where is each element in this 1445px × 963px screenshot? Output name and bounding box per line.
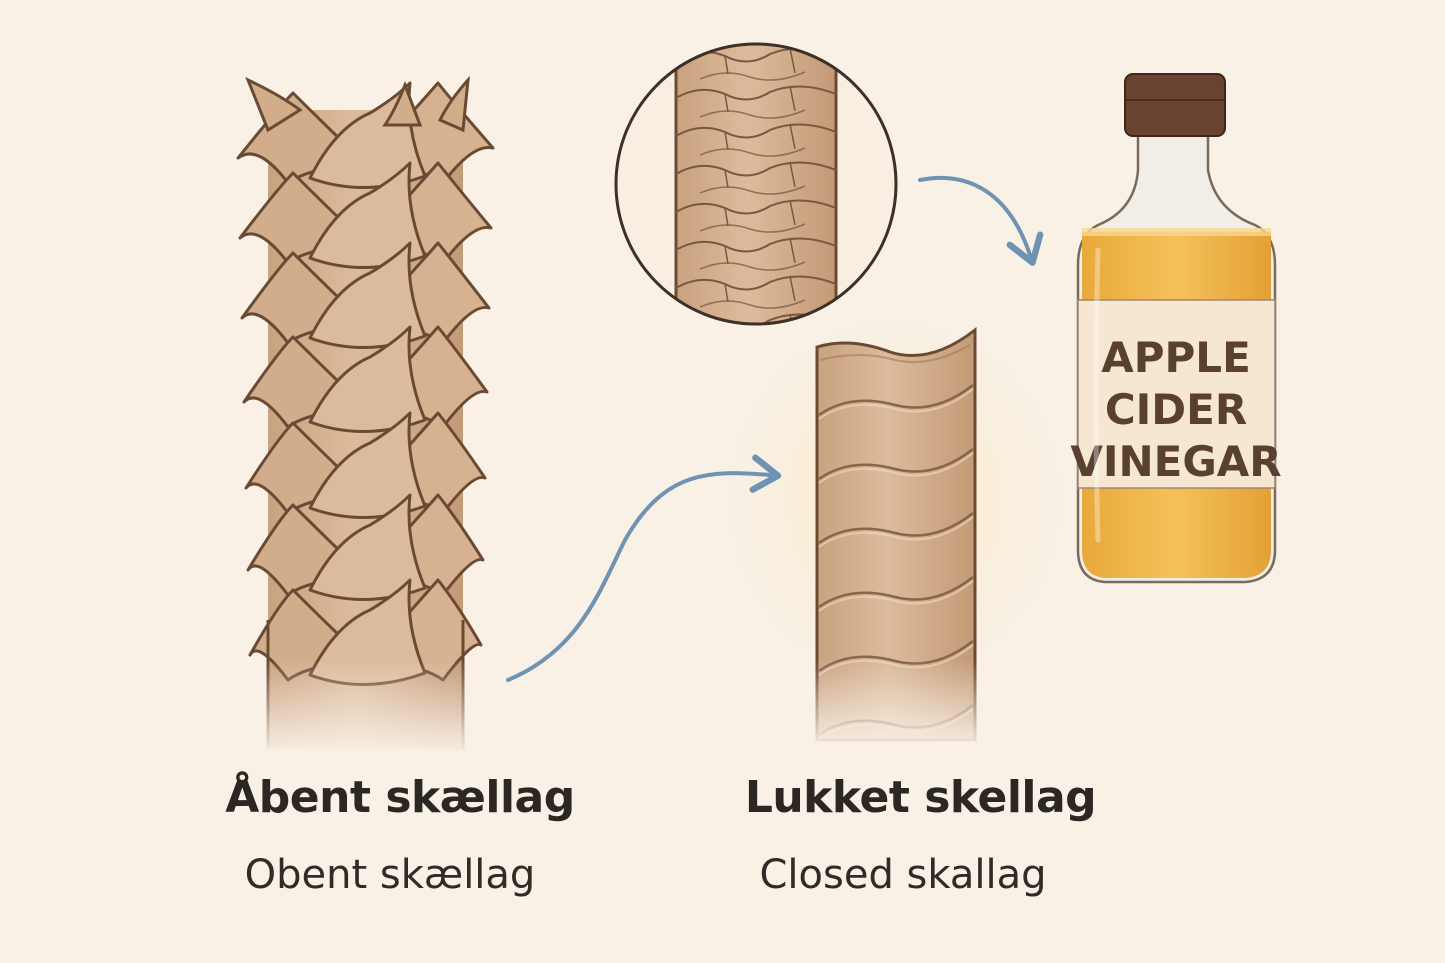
scale-band — [818, 448, 974, 481]
scale-line — [724, 55, 729, 75]
bottle-label-line-2: CIDER — [1105, 385, 1247, 434]
scale-band-highlight — [818, 388, 974, 420]
scale-band — [818, 576, 974, 609]
scale-line — [724, 131, 729, 151]
scale-line — [699, 185, 806, 195]
cuticle-scale — [308, 411, 427, 520]
scale-line — [675, 237, 837, 253]
open-cuticle-title: Åbent skællag — [225, 772, 575, 823]
scale-band — [818, 384, 974, 417]
bottle-label — [1077, 299, 1276, 489]
cuticle-scale — [308, 493, 427, 602]
scale-line — [699, 109, 806, 119]
cuticle-scale — [437, 75, 470, 133]
scale-line — [699, 71, 806, 81]
scale-line — [699, 147, 806, 157]
closed-hair-shaft-icon — [710, 300, 1080, 750]
open-hair-shaft-icon — [230, 75, 500, 755]
scale-line — [699, 223, 806, 233]
closed-cuticle-subtitle: Closed skallag — [759, 852, 1047, 898]
vinegar-bottle-icon: APPLE CIDER VINEGAR — [1070, 73, 1282, 584]
open-cuticle-scales — [236, 75, 495, 750]
scale-line — [724, 245, 729, 265]
closed-cuticle-title: Lukket skellag — [744, 772, 1097, 823]
scale-line — [724, 207, 729, 227]
scale-line — [699, 261, 806, 271]
scale-line — [675, 85, 837, 101]
scale-line — [789, 123, 796, 150]
scale-line — [724, 283, 729, 303]
scale-band-highlight — [818, 452, 974, 484]
arrow-icon — [918, 175, 1044, 266]
scale-line — [789, 199, 796, 226]
scale-line — [724, 169, 729, 189]
open-cuticle-subtitle: Obent skællag — [244, 852, 536, 898]
scale-line — [675, 161, 837, 177]
scale-band — [818, 512, 974, 545]
scale-line — [724, 321, 729, 324]
magnifier-circle-icon — [614, 42, 898, 326]
bottle-label-line-1: APPLE — [1101, 333, 1251, 382]
scale-line — [789, 47, 796, 74]
bottle-label-line-3: VINEGAR — [1070, 437, 1281, 486]
cuticle-scale — [308, 241, 427, 350]
scale-line — [789, 237, 796, 264]
scale-line — [675, 275, 837, 291]
scale-band-highlight — [818, 516, 974, 548]
cuticle-scale — [245, 77, 303, 133]
scale-line — [724, 93, 729, 113]
arrow-icon — [506, 454, 782, 682]
cuticle-scale — [308, 325, 427, 434]
scale-line — [789, 161, 796, 188]
scale-line — [789, 85, 796, 112]
scale-band-highlight — [818, 580, 974, 612]
scale-line — [675, 123, 837, 139]
scale-line — [699, 299, 806, 309]
scale-line — [675, 199, 837, 215]
scale-line — [789, 275, 796, 302]
cuticle-scale — [382, 80, 423, 127]
